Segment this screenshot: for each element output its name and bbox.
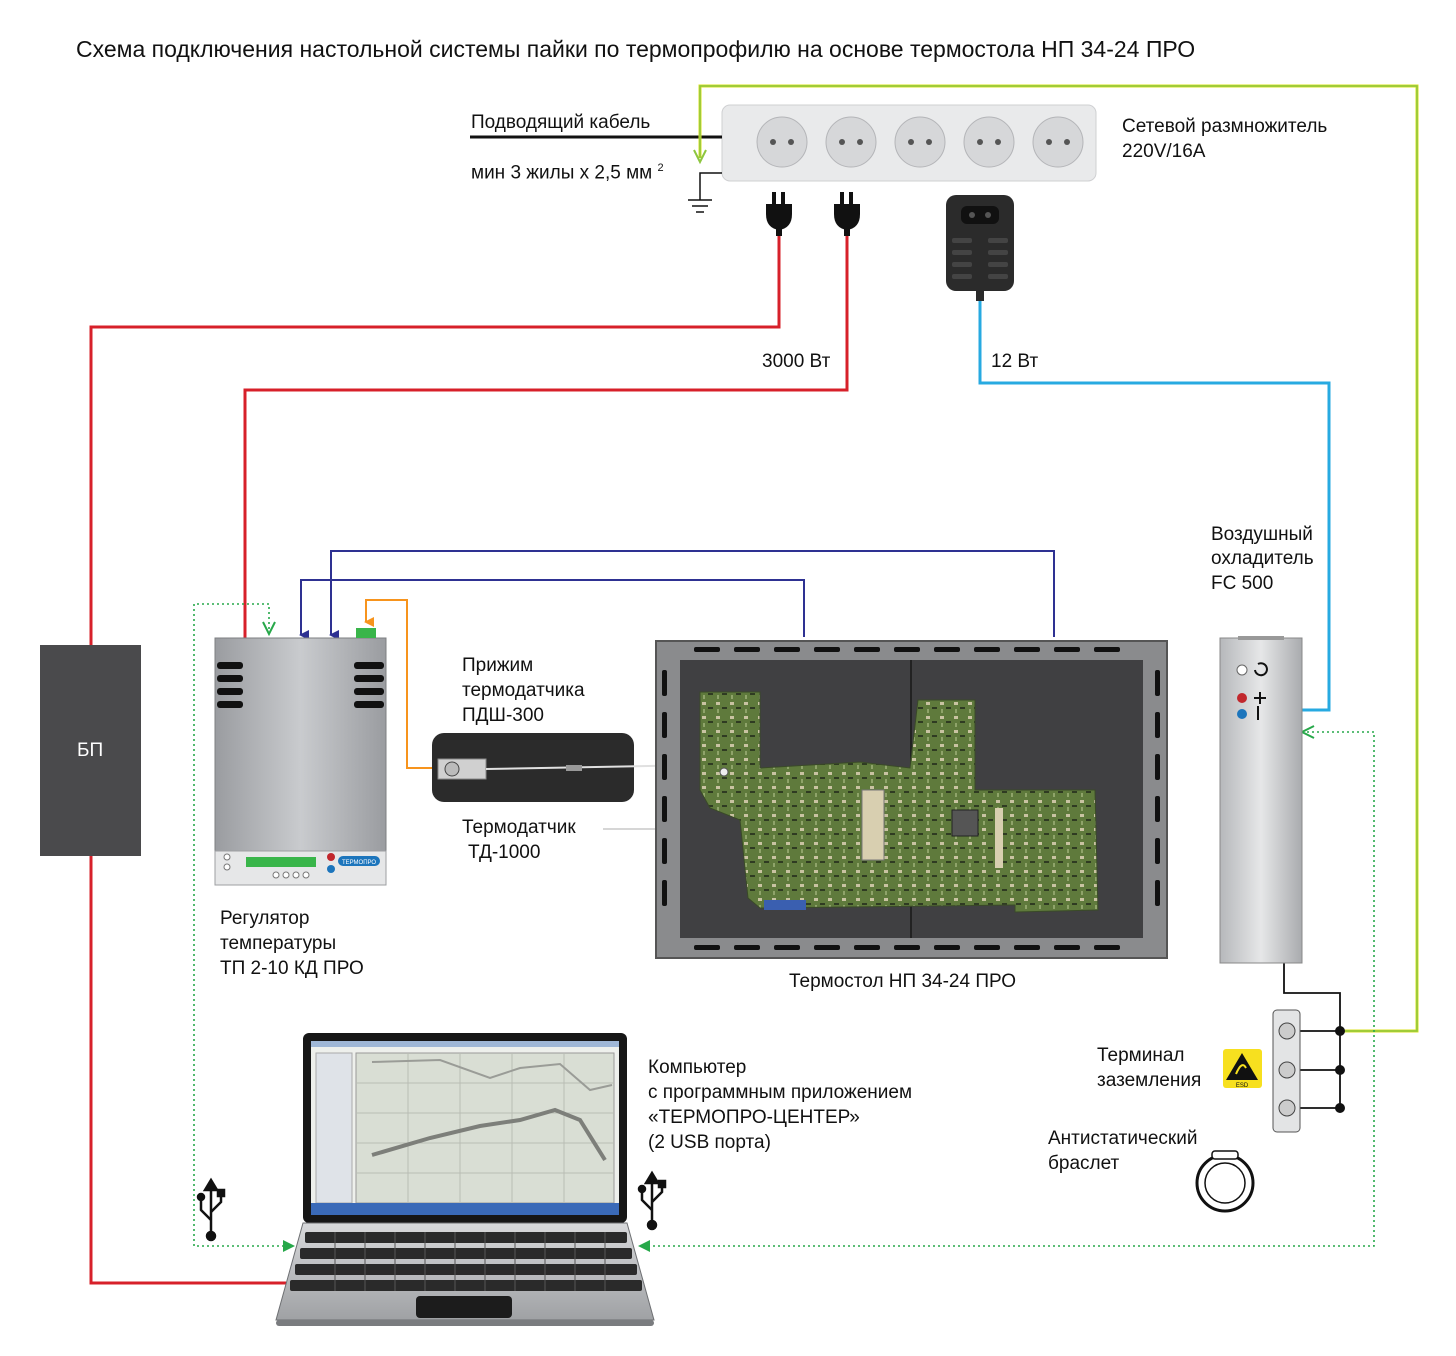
ground-wire-green [699,85,1418,1032]
cooler-label-1: Воздушный [1211,524,1313,545]
table-label: Термостол НП 34-24 ПРО [789,971,1017,992]
thermocouple-tip [719,767,729,777]
bracelet-label-2: браслет [1048,1153,1120,1174]
temperature-regulator: ТЕРМОПРО [214,628,387,886]
sensor-label-2: ТД-1000 [468,842,541,863]
plug-icon [834,192,860,236]
psu-box [40,645,141,856]
usb-link-cooler [638,731,1375,1252]
usb-icon [637,1170,667,1231]
pcb-chip [951,809,979,837]
splitter-label: Сетевой размножитель [1122,116,1328,137]
splitter-spec: 220V/16A [1122,141,1206,162]
diagram-title: Схема подключения настольной системы пай… [76,36,1196,62]
cable-spec-text: мин 3 жилы х 2,5 мм [471,162,653,184]
power-wire-regulator [243,236,849,638]
regulator-label-1: Регулятор [220,908,310,929]
air-cooler [1219,636,1303,964]
plug-icon [766,192,792,236]
terminal-label-2: заземления [1097,1070,1202,1091]
usb-link-regulator [193,603,295,1252]
cooler-label-3: FC 500 [1211,573,1274,594]
power-wire-psu [89,236,781,645]
low-power-wire [978,301,1331,712]
computer-label-3: «ТЕРМОПРО-ЦЕНТЕР» [648,1107,860,1128]
computer-label-2: с программным приложением [648,1082,913,1103]
sensor-clamp [432,733,701,802]
cable-spec: мин 3 жилы х 2,5 мм 2 [471,155,664,186]
computer-label-4: (2 USB порта) [648,1132,771,1153]
esd-label: ESD [1236,1083,1249,1089]
power-12-label: 12 Вт [991,351,1039,372]
regulator-label-2: температуры [220,933,337,954]
regulator-label-3: ТП 2-10 КД ПРО [220,958,364,979]
terminal-label-1: Терминал [1097,1045,1185,1066]
psu-label: БП [77,740,104,761]
regulator-brand: ТЕРМОПРО [342,860,376,866]
ground-terminal-wiring [1283,963,1341,1109]
incoming-cable [470,135,722,213]
clamp-label-2: термодатчика [462,680,585,701]
ground-terminal [1272,1009,1301,1133]
cable-spec-sup: 2 [657,162,664,174]
power-adapter-icon [946,195,1014,301]
laptop [275,1033,655,1326]
pcb-connector [995,808,1003,868]
usb-icon [196,1177,226,1242]
computer-label-1: Компьютер [648,1057,747,1078]
thermocouple-wire [364,599,432,769]
clamp-label-3: ПДШ-300 [462,705,544,726]
cooler-label-2: охладитель [1211,548,1314,569]
bracelet-label-1: Антистатический [1048,1128,1198,1149]
pcb-connector [764,900,806,910]
power-wire-laptop [89,855,286,1285]
sensor-label-1: Термодатчик [462,817,576,838]
signal-wire-table-left [299,579,805,640]
cable-label: Подводящий кабель [471,112,651,133]
pcb-connector [861,789,885,861]
bracelet-icon [1195,1150,1255,1213]
signal-wire-table-right [329,550,1055,640]
power-3000-label: 3000 Вт [762,351,831,372]
clamp-label-1: Прижим [462,655,534,676]
power-strip [721,104,1097,182]
esd-icon: ESD [1223,1049,1262,1089]
